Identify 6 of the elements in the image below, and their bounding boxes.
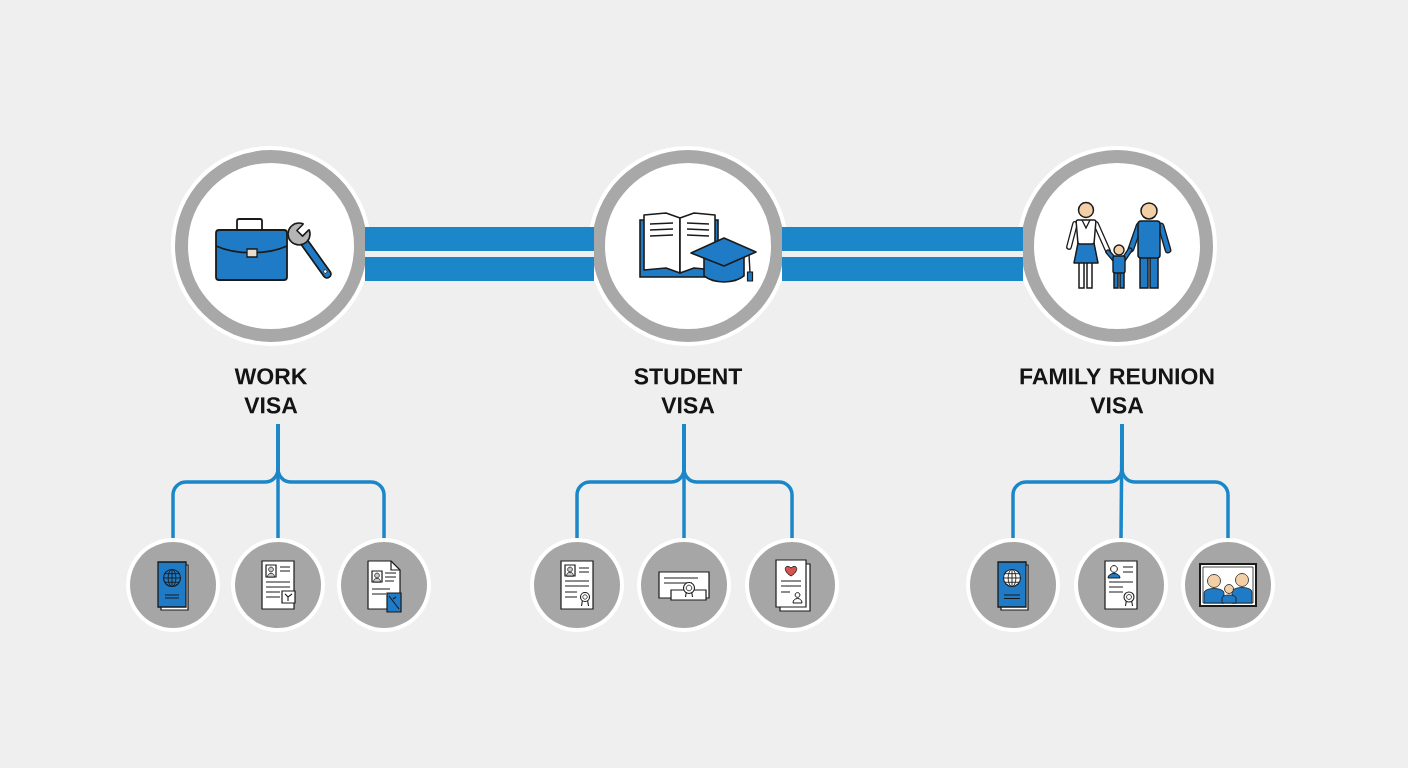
heading: STUDENT VISA: [634, 368, 743, 414]
connector-line: [1120, 424, 1230, 538]
heading: WORK VISA: [234, 368, 308, 414]
connector-line: [682, 424, 794, 538]
connector-line: [276, 424, 386, 538]
heading: FAMILY REUNION VISA: [1020, 368, 1214, 414]
